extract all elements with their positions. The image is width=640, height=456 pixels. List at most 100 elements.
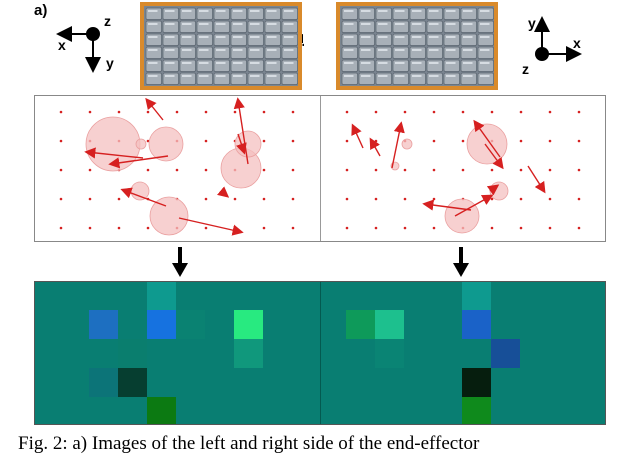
marker-dot [374,197,378,201]
sensor-pad [460,7,477,20]
sensor-pad [179,33,196,46]
marker-dot [490,168,494,172]
marker-dot [403,110,407,114]
marker-dot [175,110,179,114]
force-circle [149,196,189,236]
marker-dot [291,197,295,201]
sensor-pad [247,72,264,85]
sensor-pad [162,7,179,20]
sensor-pad [375,7,392,20]
sensor-pad [477,20,494,33]
marker-dot [204,139,208,143]
marker-dot [519,226,523,230]
displacement-field [59,97,581,236]
marker-dot [403,226,407,230]
marker-dot [432,139,436,143]
sensor-pad [196,7,213,20]
sensor-pad [358,33,375,46]
sensor-pad [443,59,460,72]
heatmap-right [321,282,605,424]
marker-dot [291,139,295,143]
sensor-pad [145,59,162,72]
sensor-pad [358,59,375,72]
marker-dot [59,197,63,201]
marker-dot [577,226,581,230]
marker-dot [345,226,349,230]
sensor-pad [426,33,443,46]
heatmap-cell [147,397,176,424]
sensor-pad [213,59,230,72]
marker-dot [345,110,349,114]
displacement-arrow [236,133,247,155]
marker-dot [461,168,465,172]
sensor-pad [375,20,392,33]
displacement-arrow [178,217,244,236]
sensor-pad [264,46,281,59]
marker-dot [262,197,266,201]
marker-dot [117,110,121,114]
sensor-pad [341,59,358,72]
right-axis-origin [535,47,549,61]
sensor-pad [145,20,162,33]
sensor-pad [477,46,494,59]
sensor-pad [460,33,477,46]
sensor-pad [145,7,162,20]
marker-dot [291,168,295,172]
sensor-pad [426,20,443,33]
sensor-pad [341,7,358,20]
marker-dot [262,226,266,230]
sensor-pad [341,46,358,59]
sensor-pad [358,72,375,85]
sensor-pad [409,7,426,20]
marker-dot [403,197,407,201]
sensor-pad [460,59,477,72]
heatmap-cell [375,339,404,368]
sensor-pad [162,33,179,46]
displacement-arrow [84,147,144,159]
sensor-pad [341,20,358,33]
heatmap-cell [89,310,118,339]
marker-dot [146,226,150,230]
marker-dot [204,197,208,201]
heatmap-panel [34,281,606,425]
marker-dot [548,110,552,114]
marker-dot [117,197,121,201]
sensor-pad [196,33,213,46]
marker-dot [577,139,581,143]
sensor-pad [409,59,426,72]
sensor-pad [443,20,460,33]
sensor-pad [477,7,494,20]
marker-dot [233,226,237,230]
right-coordinate-frame: x y z [522,15,582,77]
sensor-pad [392,20,409,33]
sensor-pad [145,72,162,85]
displacement-divider [320,96,321,241]
marker-dot [577,168,581,172]
displacement-arrow [454,194,494,217]
marker-dot [88,197,92,201]
sensor-pad [196,46,213,59]
marker-dot [233,110,237,114]
sensor-pad [179,59,196,72]
displacement-arrow [351,123,364,149]
sensor-pad [264,33,281,46]
displacement-arrow [484,143,504,170]
sensor-pad [264,59,281,72]
sensor-pad [213,46,230,59]
left-axis-y-label: y [106,55,114,71]
sensor-pad [281,33,298,46]
marker-dot [146,168,150,172]
sensor-pad [230,7,247,20]
sensor-pad [375,33,392,46]
sensor-pad [247,59,264,72]
sensor-pad [477,59,494,72]
marker-dot [432,110,436,114]
sensor-pad [392,72,409,85]
displacement-arrow [473,119,501,158]
marker-dot [519,110,523,114]
sensor-pad [392,33,409,46]
marker-dot [233,197,237,201]
marker-dot [548,226,552,230]
marker-dot [548,197,552,201]
marker-dot [291,110,295,114]
